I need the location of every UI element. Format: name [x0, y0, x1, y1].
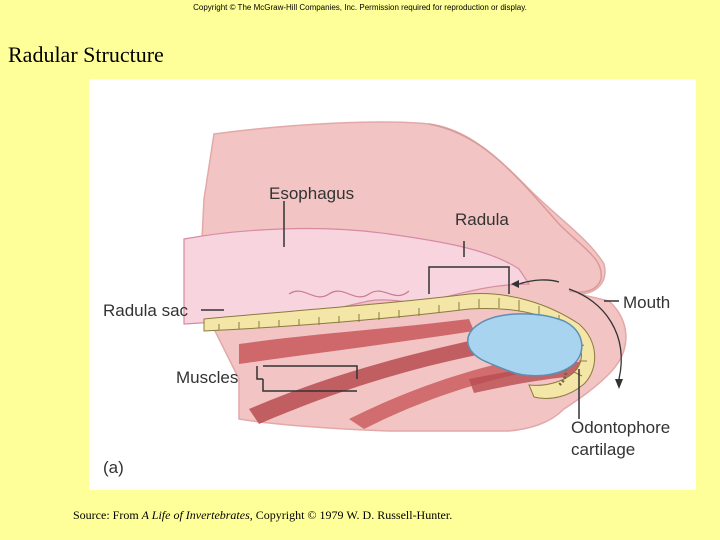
- panel-label: (a): [103, 458, 124, 477]
- label-muscles: Muscles: [176, 368, 238, 387]
- lumen-fold: [288, 290, 410, 298]
- muscle-bundles: [239, 319, 591, 429]
- label-mouth: Mouth: [623, 293, 670, 312]
- label-radula-sac: Radula sac: [103, 301, 189, 320]
- slide-title: Radular Structure: [8, 42, 164, 67]
- label-odontophore: Odontophore: [571, 418, 670, 437]
- source-suffix: , Copyright © 1979 W. D. Russell-Hunter.: [249, 508, 453, 522]
- leader-lines: [201, 201, 619, 419]
- label-radula: Radula: [455, 210, 509, 229]
- mouth-arrowhead: [511, 280, 519, 288]
- radula-diagram: Esophagus Radula Radula sac Mouth Muscle…: [89, 79, 696, 490]
- source-prefix: Source: From: [73, 508, 142, 522]
- source-citation: Source: From A Life of Invertebrates, Co…: [73, 508, 452, 523]
- copyright-notice: Copyright © The McGraw-Hill Companies, I…: [193, 3, 527, 12]
- feeding-arrowhead: [615, 379, 623, 389]
- label-cartilage: cartilage: [571, 440, 635, 459]
- radula-ribbon: [203, 293, 596, 399]
- source-book-title: A Life of Invertebrates: [141, 508, 250, 522]
- feeding-arrow: [568, 288, 622, 380]
- mouth-arrow: [518, 279, 560, 285]
- upper-lip: [428, 123, 602, 293]
- label-esophagus: Esophagus: [269, 184, 354, 203]
- odontophore-cartilage: [467, 313, 583, 377]
